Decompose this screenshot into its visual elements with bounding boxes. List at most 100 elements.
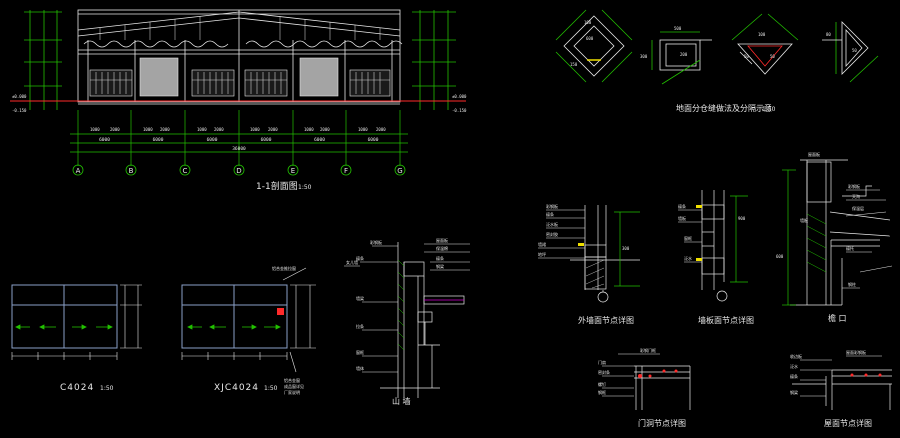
svg-text:墙裙: 墙裙	[538, 241, 546, 247]
diamond-scale: 1:50	[762, 106, 776, 113]
svg-text:门扇: 门扇	[598, 359, 606, 365]
diamond-detail-4	[822, 21, 879, 83]
svg-text:80: 80	[826, 32, 831, 37]
svg-text:墙板: 墙板	[678, 215, 686, 221]
svg-text:檩条: 檩条	[790, 373, 798, 379]
svg-text:保温层: 保温层	[852, 205, 864, 211]
door-detail-leaders	[602, 353, 660, 397]
svg-text:泛水: 泛水	[790, 363, 798, 369]
detail-b-yellow-mark-2	[696, 258, 702, 261]
span-label: 6000	[261, 137, 272, 143]
svg-text:2000: 2000	[214, 127, 224, 132]
svg-text:2000: 2000	[110, 127, 120, 132]
svg-text:墙梁: 墙梁	[356, 295, 364, 301]
section-windows	[89, 57, 391, 97]
mountain-wall-leaders	[344, 243, 470, 373]
svg-text:泛水: 泛水	[684, 255, 692, 261]
svg-text:-0.150: -0.150	[452, 108, 467, 113]
svg-text:钢梁: 钢梁	[436, 263, 444, 269]
axis-bubble-b	[125, 164, 137, 176]
diamond-detail-1	[555, 9, 633, 83]
door-detail-drawing	[634, 365, 691, 410]
svg-text:钢梁: 钢梁	[790, 389, 798, 395]
svg-text:100: 100	[758, 32, 766, 37]
svg-text:窗框: 窗框	[684, 235, 692, 241]
xjc4024-scale: 1:50	[264, 385, 278, 392]
svg-text:2000: 2000	[268, 127, 278, 132]
svg-text:屋面板: 屋面板	[436, 237, 448, 243]
axis-bubble-f	[340, 164, 352, 176]
axis-bubble-g	[394, 164, 406, 176]
section-dimensions	[70, 110, 408, 166]
section-1-1-scale: 1:50	[298, 184, 312, 191]
svg-text:900: 900	[738, 216, 746, 221]
axis-label-c: C	[183, 167, 188, 175]
span-label: 6000	[314, 137, 325, 143]
xjc4024-title: XJC4024	[214, 383, 260, 393]
svg-text:屋面彩钢板: 屋面彩钢板	[846, 349, 866, 355]
svg-text:300: 300	[640, 54, 648, 59]
mountain-wall-title: 山 墙	[392, 397, 411, 406]
c4024-arrows	[15, 324, 113, 330]
svg-text:檩条: 檩条	[546, 211, 554, 217]
detail-b-yellow-mark	[696, 205, 702, 208]
section-1-1-title: 1-1剖面图	[256, 182, 298, 192]
svg-text:铝合金窗: 铝合金窗	[284, 377, 300, 383]
axis-label-g: G	[397, 167, 402, 175]
svg-text:女儿墙: 女儿墙	[346, 259, 358, 265]
svg-text:保温棉: 保温棉	[436, 245, 448, 251]
svg-text:2000: 2000	[160, 127, 170, 132]
svg-text:收边板: 收边板	[790, 353, 802, 359]
svg-text:500: 500	[674, 26, 682, 31]
svg-text:密封胶: 密封胶	[546, 231, 558, 237]
axis-bubble-a	[72, 164, 84, 176]
svg-text:100: 100	[584, 20, 592, 25]
svg-text:屋面板: 屋面板	[808, 151, 820, 157]
svg-text:檩条: 檩条	[678, 203, 686, 209]
svg-text:拉条: 拉条	[356, 323, 364, 329]
detail-eave-a-title: 外墙面节点详图	[578, 316, 634, 325]
svg-text:200: 200	[680, 52, 688, 57]
svg-text:-0.150: -0.150	[12, 108, 27, 113]
svg-text:钢框: 钢框	[598, 389, 606, 395]
axis-label-b: B	[129, 167, 134, 175]
c4024-title: C4024	[60, 383, 95, 393]
c4024-scale: 1:50	[100, 385, 114, 392]
svg-text:600: 600	[586, 36, 594, 41]
detail-b-leaders	[678, 209, 702, 263]
svg-text:墙板: 墙板	[800, 217, 808, 223]
svg-text:±0.000: ±0.000	[12, 94, 27, 99]
svg-text:彩钢板: 彩钢板	[370, 239, 382, 245]
detail-roof-title: 屋面节点详图	[824, 419, 872, 428]
detail-a-hatch	[585, 259, 605, 289]
svg-text:1000: 1000	[250, 127, 260, 132]
svg-text:2000: 2000	[376, 127, 386, 132]
diamond-detail-2	[651, 31, 712, 85]
svg-text:铝合金推拉窗: 铝合金推拉窗	[272, 265, 296, 271]
detail-eave-b-title: 墙板面节点详图	[698, 316, 754, 325]
span-label: 6000	[207, 137, 218, 143]
svg-text:窗框: 窗框	[356, 349, 364, 355]
svg-text:檩条: 檩条	[356, 255, 364, 261]
detail-c-hatch	[806, 213, 827, 273]
mountain-wall-hatch	[397, 259, 405, 351]
svg-text:泛水板: 泛水板	[546, 221, 558, 227]
svg-text:50: 50	[770, 54, 775, 59]
roof-detail-marks	[850, 373, 882, 377]
detail-a-yellow-mark	[578, 243, 584, 246]
svg-text:50: 50	[852, 48, 857, 53]
svg-text:檩条: 檩条	[436, 255, 444, 261]
diamond-caption: 地面分仓缝做法及分隔示意	[676, 104, 772, 113]
detail-eave-c-title: 檐 口	[828, 314, 847, 323]
svg-text:1000: 1000	[358, 127, 368, 132]
svg-text:彩钢板: 彩钢板	[848, 183, 860, 189]
axis-bubble-c	[179, 164, 191, 176]
